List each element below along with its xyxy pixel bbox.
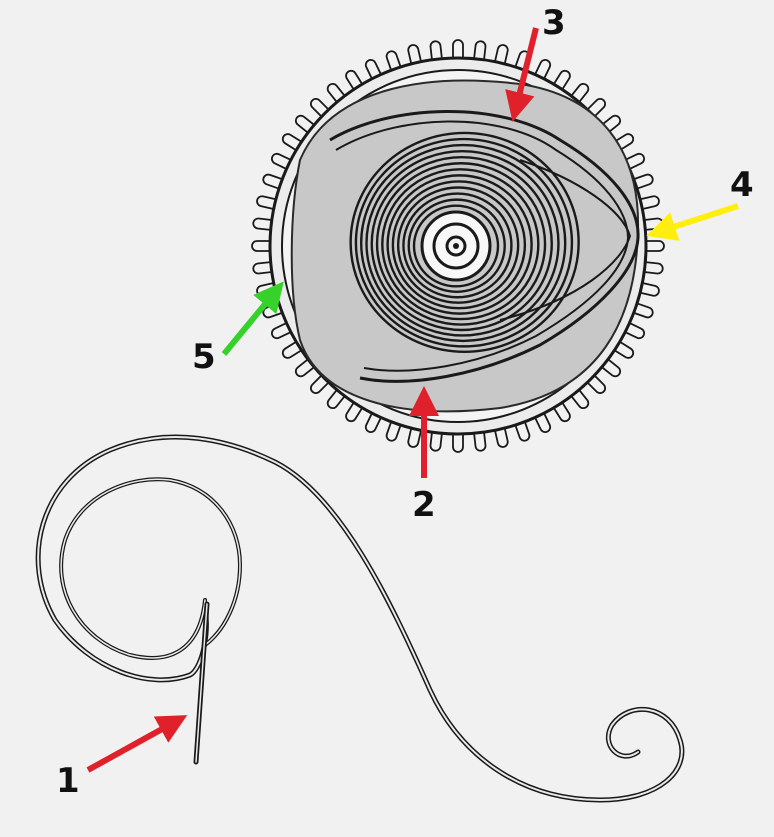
arrow-5 <box>224 286 280 354</box>
callout-label-5: 5 <box>192 337 216 377</box>
arrow-1 <box>88 718 182 770</box>
callout-label-2: 2 <box>412 485 436 525</box>
callout-label-4: 4 <box>730 165 754 205</box>
callout-label-3: 3 <box>542 3 566 43</box>
mainspring-barrel <box>252 40 664 452</box>
callout-label-1: 1 <box>56 761 80 801</box>
mainspring-inner-curl <box>61 479 240 658</box>
arrow-4 <box>652 206 738 234</box>
arbor-pivot <box>453 243 459 249</box>
